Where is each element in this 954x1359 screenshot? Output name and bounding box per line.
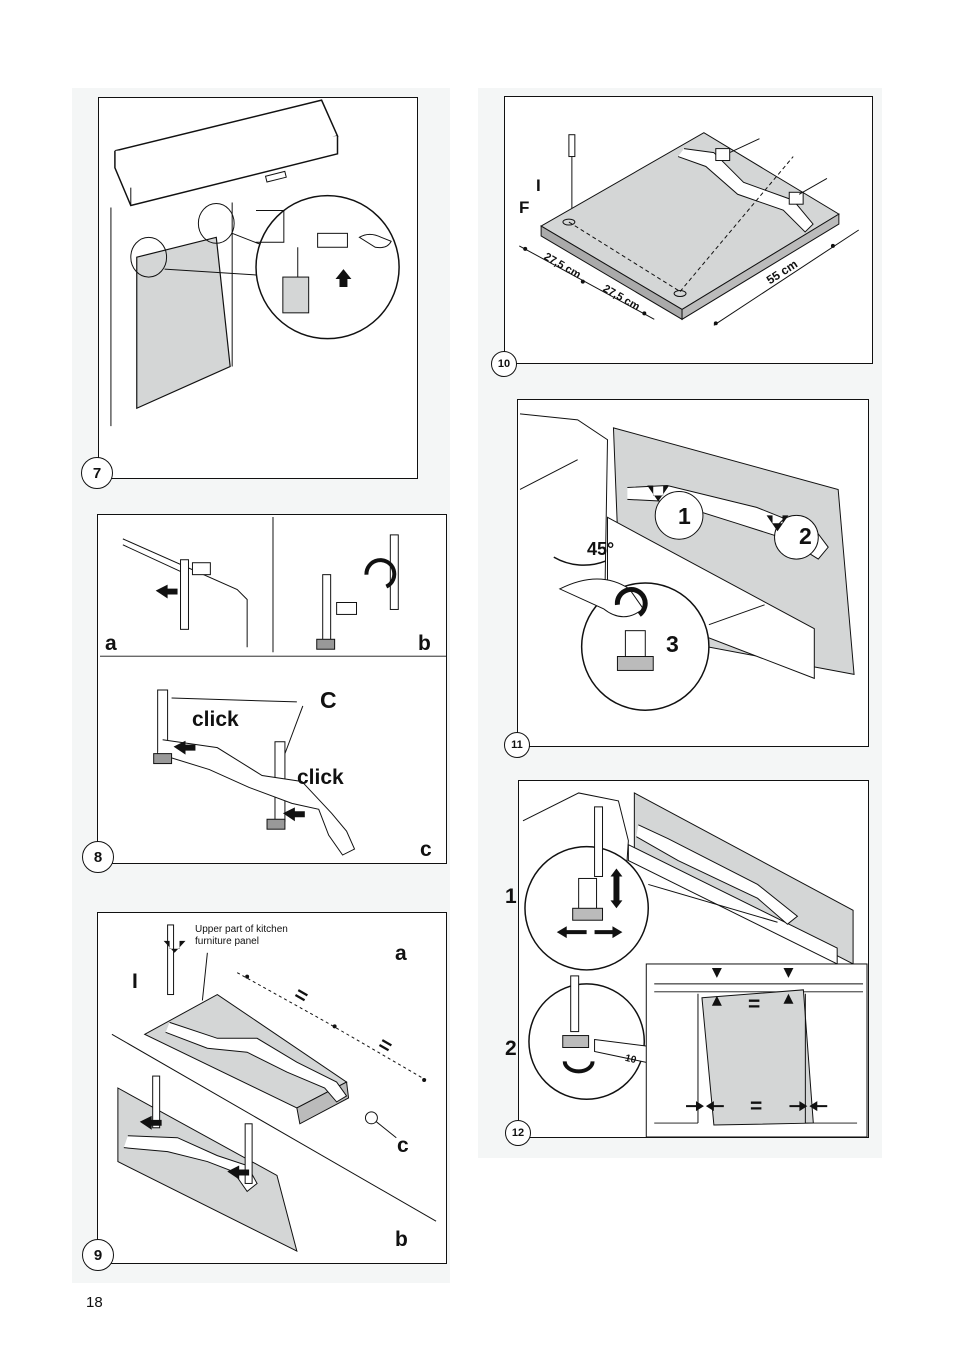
figure-8: a b c C click click 8	[82, 514, 447, 873]
figure-11-step-1: 1	[678, 503, 691, 529]
figure-12-step-1: 1	[505, 885, 517, 908]
figure-8-sub-b: b	[418, 632, 431, 655]
figure-11: 1 2 3 45° 11	[504, 399, 869, 758]
figure-8-click-2: click	[297, 766, 344, 789]
figure-8-number: 8	[82, 841, 114, 873]
figure-9-label-I: I	[132, 970, 138, 993]
figure-12-equal-1: =	[748, 993, 761, 1016]
figure-9-note: Upper part of kitchen furniture panel	[195, 924, 288, 947]
figure-9-sub-c: c	[397, 1134, 409, 1157]
figure-12-step-2: 2	[505, 1037, 517, 1060]
figure-7-number: 7	[81, 457, 113, 489]
figure-9-sub-a: a	[395, 942, 407, 965]
figure-11-step-2: 2	[799, 523, 812, 549]
figure-9: a b c I Upper part of kitchen furniture …	[82, 912, 447, 1271]
figure-10-label-F: F	[519, 198, 530, 217]
figure-11-illustration	[519, 413, 855, 711]
figure-7: 7	[81, 97, 418, 489]
figure-12-equal-2: =	[750, 1095, 763, 1118]
figure-8-illustration	[99, 516, 446, 856]
figure-8-click-1: click	[192, 708, 239, 731]
figure-11-step-3: 3	[666, 631, 679, 657]
figure-10-illustration	[519, 132, 859, 326]
figure-7-illustration	[110, 99, 400, 427]
figure-12-number: 12	[505, 1120, 531, 1146]
figure-8-sub-a: a	[105, 632, 117, 655]
figure-12: 1 2 = = 10 12	[505, 780, 869, 1146]
figure-8-label-C: C	[320, 687, 337, 713]
figure-9-number: 9	[82, 1239, 114, 1271]
figure-11-number: 11	[504, 732, 530, 758]
page-number: 18	[86, 1294, 103, 1311]
figure-10-label-I: I	[536, 176, 541, 195]
figure-10: I F 27,5 cm 27,5 cm 55 cm 10	[491, 96, 873, 377]
figure-10-number: 10	[491, 351, 517, 377]
figure-9-illustration	[111, 924, 437, 1252]
figure-8-sub-c: c	[420, 838, 432, 861]
figure-11-angle: 45°	[587, 539, 615, 559]
figure-9-sub-b: b	[395, 1228, 408, 1251]
figure-12-illustration	[522, 792, 868, 1138]
